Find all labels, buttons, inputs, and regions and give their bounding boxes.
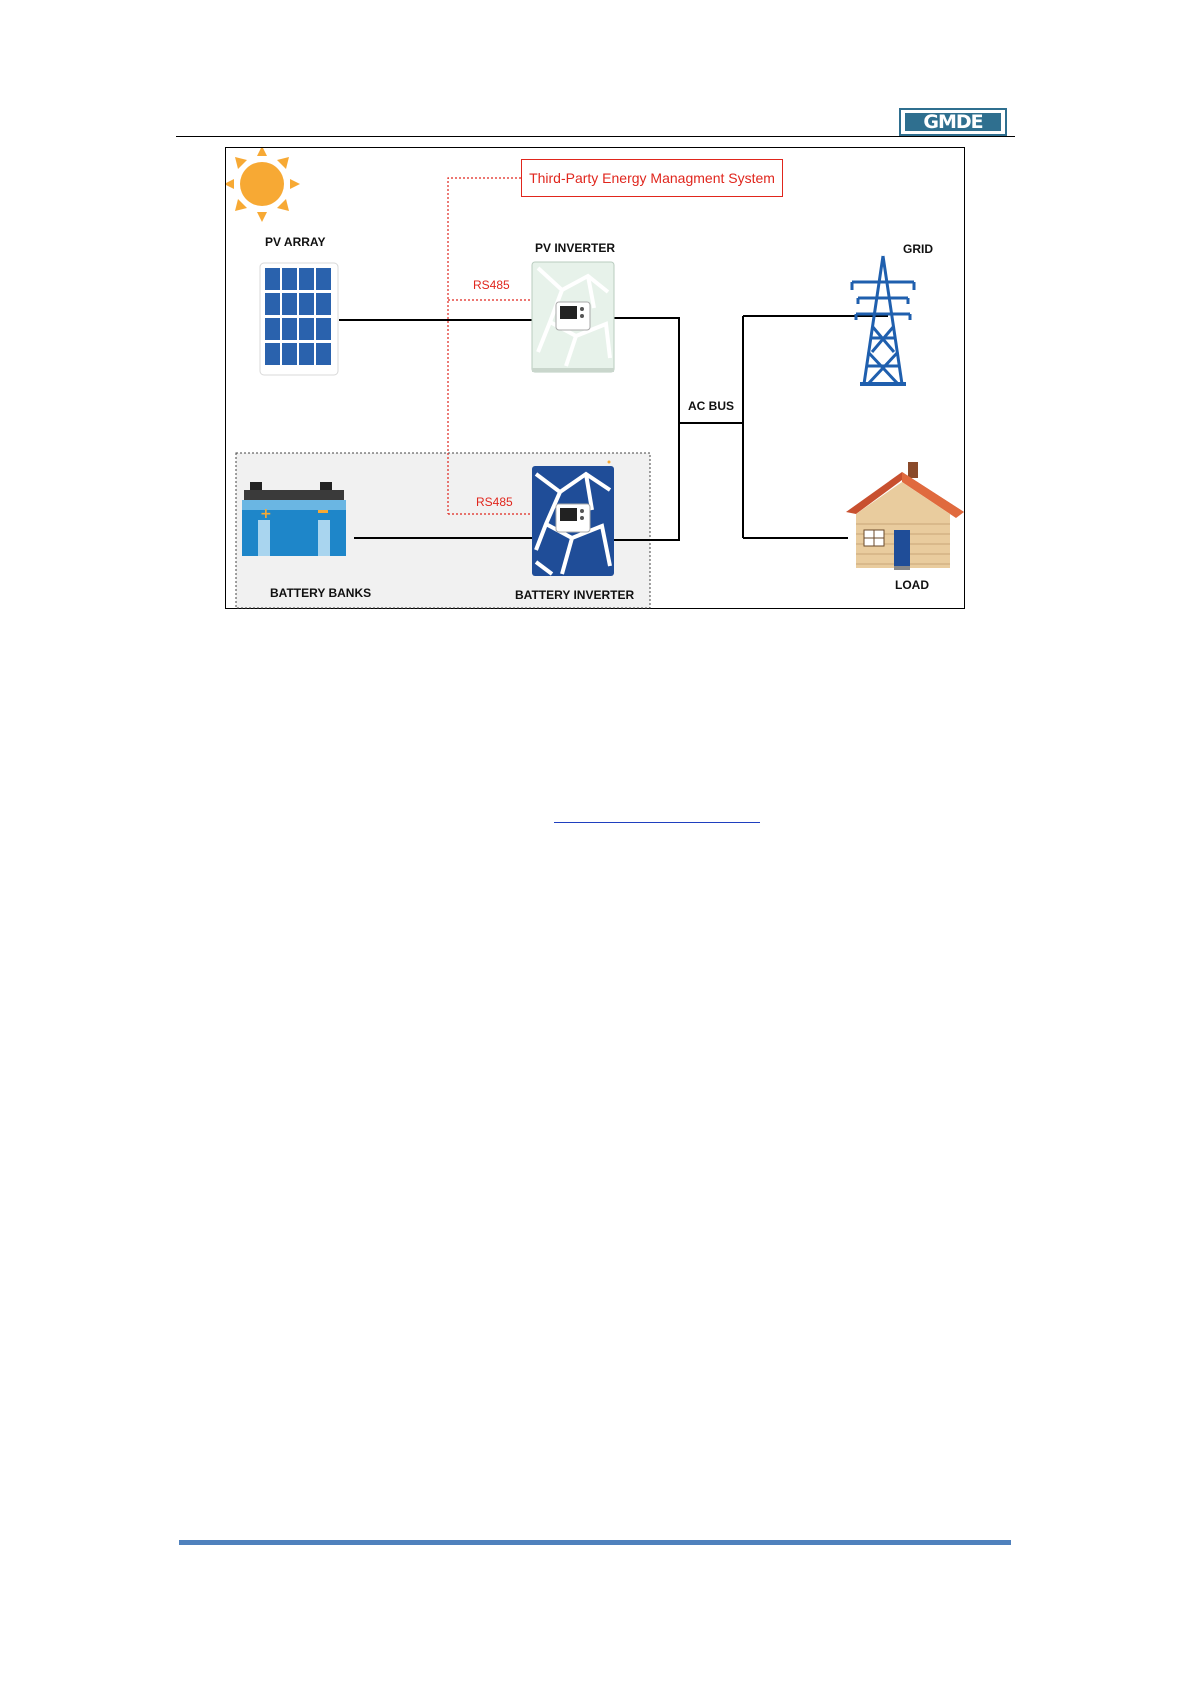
battery-banks-label: BATTERY BANKS [270, 586, 371, 600]
transmission-tower-icon [852, 256, 914, 384]
load-label: LOAD [895, 578, 929, 592]
pv-inverter-icon [532, 262, 614, 372]
rs485-battery-label: RS485 [476, 495, 513, 509]
header-rule [176, 136, 1015, 137]
battery-inverter-icon [532, 461, 614, 577]
hyperlink-underline[interactable] [554, 822, 760, 823]
battery-icon: + [242, 482, 346, 556]
house-icon [846, 462, 964, 570]
ems-box: Third-Party Energy Managment System [521, 159, 783, 197]
footer-bar [179, 1540, 1011, 1545]
system-diagram: + [225, 147, 965, 609]
rs485-pv-label: RS485 [473, 278, 510, 292]
svg-text:+: + [260, 506, 272, 522]
pv-array-label: PV ARRAY [265, 235, 325, 249]
grid-label: GRID [903, 242, 933, 256]
company-logo: GMDE [899, 108, 1007, 136]
sun-icon [226, 148, 300, 222]
pv-inverter-label: PV INVERTER [535, 241, 615, 255]
diagram-canvas: + [226, 148, 966, 610]
logo-text: GMDE [901, 110, 1005, 134]
ac-bus-label: AC BUS [688, 399, 734, 413]
solar-panel-icon [260, 263, 338, 375]
battery-inverter-label: BATTERY INVERTER [515, 588, 634, 602]
